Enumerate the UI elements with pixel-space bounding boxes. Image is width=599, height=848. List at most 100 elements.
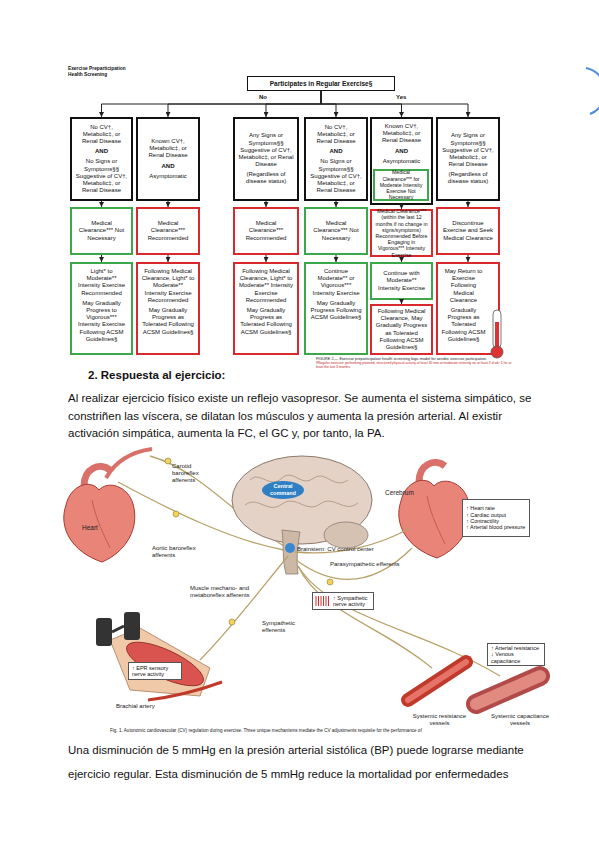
clearance-box: Medical Clearance*** Recommended	[233, 207, 299, 255]
box-text: Medical Clearance*** Recommended	[238, 220, 294, 242]
box-text: ↑ Contractility	[466, 518, 526, 524]
condition-box: Known CV†, Metabolic‡, or Renal DiseaseA…	[136, 117, 200, 201]
illustration-label: Systemic capacitance vessels	[490, 713, 550, 727]
connector	[102, 91, 322, 117]
box-text: ↑ Sympathetic nerve activity	[333, 595, 370, 608]
illustration-label: Sympathetic efferents	[262, 620, 312, 634]
illustration-label: Parasympathetic efferents	[330, 561, 405, 568]
brain-gyri	[245, 501, 358, 507]
figure-caption: FIGURE 2.— Exercise preparticipation hea…	[316, 357, 516, 361]
clearance-box: Medical Clearance*** Not Necessary	[70, 207, 133, 255]
cerebellum-shape	[324, 522, 368, 548]
connector	[321, 91, 468, 117]
effect-box: ↑ EPR sensory nerve activity	[128, 662, 182, 680]
box-text: May Gradually Progress as Tolerated Foll…	[141, 307, 195, 336]
illustration-label: Brachial artery	[116, 703, 176, 710]
brachial-artery	[148, 682, 222, 700]
aortic-arch	[419, 463, 445, 482]
box-text: May Gradually Progress to Vigorous*** In…	[75, 300, 128, 343]
box-text: AND	[375, 148, 428, 155]
illustration-label: Heart	[82, 524, 112, 531]
connector	[468, 255, 469, 262]
section-heading: 2. Respuesta al ejercicio:	[88, 369, 388, 382]
figure-caption: Fig. 1. Autonomic cardiovascular (CV) re…	[110, 728, 560, 733]
nerve-ganglion	[173, 511, 179, 517]
clearance-box: Medical Clearance*** (within the last 12…	[370, 209, 433, 257]
branch-label: Yes	[396, 94, 416, 101]
clearance-box: Medical Clearance*** for Moderate Intens…	[373, 169, 429, 201]
box-text: AND	[309, 148, 363, 155]
process-box: Participates in Regular Exercise§	[247, 76, 395, 91]
connector	[168, 91, 321, 117]
box-text: Known CV†, Metabolic‡, or Renal Disease	[141, 138, 195, 160]
sympathetic-nerve	[298, 566, 432, 668]
branch-label: No	[259, 94, 279, 101]
box-text: (Regardless of disease status)	[441, 171, 495, 185]
box-text: (Regardless of disease status)	[238, 171, 294, 185]
box-text: ↑ Heart rate	[466, 505, 526, 511]
brain-shape	[232, 456, 372, 544]
muscle-afferent	[200, 556, 288, 660]
heart-groove	[427, 496, 445, 544]
vessel-lumen	[408, 662, 466, 700]
box-text: Medical Clearance*** (within the last 12…	[375, 208, 428, 258]
dumbbell-weight	[124, 612, 140, 640]
connector	[321, 91, 336, 117]
recommendation-box: Following Medical Clearance, May Gradual…	[370, 304, 433, 355]
box-text: Participates in Regular Exercise§	[249, 80, 393, 88]
box-text: Asymptomatic	[375, 158, 428, 165]
box-text: ↓ Venous capacitance	[491, 651, 541, 664]
recommendation-box: Following Medical Clearance, Light* to M…	[233, 262, 299, 355]
central-command-oval: Central command	[262, 481, 304, 499]
cv-control-center	[285, 543, 295, 553]
connector	[101, 255, 102, 262]
recommendation-box: Continue with Moderate** Intensity Exerc…	[370, 262, 433, 300]
box-text: ↑ Cardiac output	[466, 512, 526, 518]
box-text: May Return to Exercise Following Medical…	[441, 268, 486, 304]
effect-box: ↑ Sympathetic nerve activity	[312, 592, 374, 610]
box-text: Light* to Moderate** Intensity Exercise …	[75, 268, 128, 297]
connector	[168, 255, 169, 262]
aortic-arch	[84, 467, 110, 486]
box-text: ↑ Arterial blood pressure	[466, 524, 526, 530]
arm-shape	[110, 628, 210, 696]
recommendation-box: Following Medical Clearance, Light* to M…	[136, 262, 200, 355]
box-text: Following Medical Clearance, Light* to M…	[141, 268, 195, 304]
box-text: Continue Moderate** or Vigorous*** Inten…	[309, 268, 363, 297]
box-text: AND	[141, 163, 195, 170]
connector	[266, 255, 267, 262]
box-text: Asymptomatic	[141, 173, 195, 180]
box-text: Known CV†, Metabolic‡, or Renal Disease	[375, 123, 428, 145]
box-text: May Gradually Progress as Tolerated Foll…	[238, 307, 294, 336]
connector	[321, 91, 402, 117]
condition-box: Known CV†, Metabolic‡, or Renal DiseaseA…	[370, 117, 433, 205]
box-text: ↑ Arterial resistance	[491, 645, 541, 651]
box-text: Medical Clearance*** Not Necessary	[309, 220, 363, 242]
box-text: No CV†, Metabolic‡, or Renal Disease	[309, 124, 363, 146]
resistance-vessel	[408, 662, 466, 700]
connector	[266, 91, 321, 117]
paragraph: Una disminución de 5 mmHg en la presión …	[68, 738, 536, 786]
header-text: Exercise Preparticipation Health Screeni…	[68, 66, 140, 77]
box-text: AND	[75, 148, 128, 155]
box-text: ↑ EPR sensory nerve activity	[132, 665, 178, 678]
box-text: No Signs or Symptoms§§ Suggestive of CV†…	[75, 158, 128, 194]
illustration-label: Carotid baroreflex afferents	[172, 463, 212, 484]
recommendation-box: May Return to Exercise Following Medical…	[436, 262, 500, 355]
box-text: No Signs or Symptoms§§ Suggestive of CV†…	[309, 158, 363, 194]
box-text: Following Medical Clearance, May Gradual…	[375, 308, 428, 351]
clearance-box: Medical Clearance*** Recommended	[136, 207, 200, 255]
illustration-label: Muscle mechano- and metaboreflex afferen…	[190, 585, 252, 599]
baroreflex-nerve	[150, 456, 284, 546]
carotid-artery	[106, 449, 152, 478]
parasympathetic-nerve	[295, 528, 410, 553]
dumbbell-bar	[112, 626, 124, 632]
box-text: Continue with Moderate** Intensity Exerc…	[375, 270, 428, 292]
illustration-label: Aortic baroreflex afferents	[152, 545, 197, 559]
box-text: Discontinue Exercise and Seek Medical Cl…	[441, 220, 495, 242]
box-text: Medical Clearance*** for Moderate Intens…	[378, 169, 424, 200]
brain-gyri	[250, 475, 348, 483]
box-text: Any Signs or Symptoms§§ Suggestive of CV…	[238, 132, 294, 168]
illustration-label: Systemic resistance vessels	[412, 713, 467, 727]
